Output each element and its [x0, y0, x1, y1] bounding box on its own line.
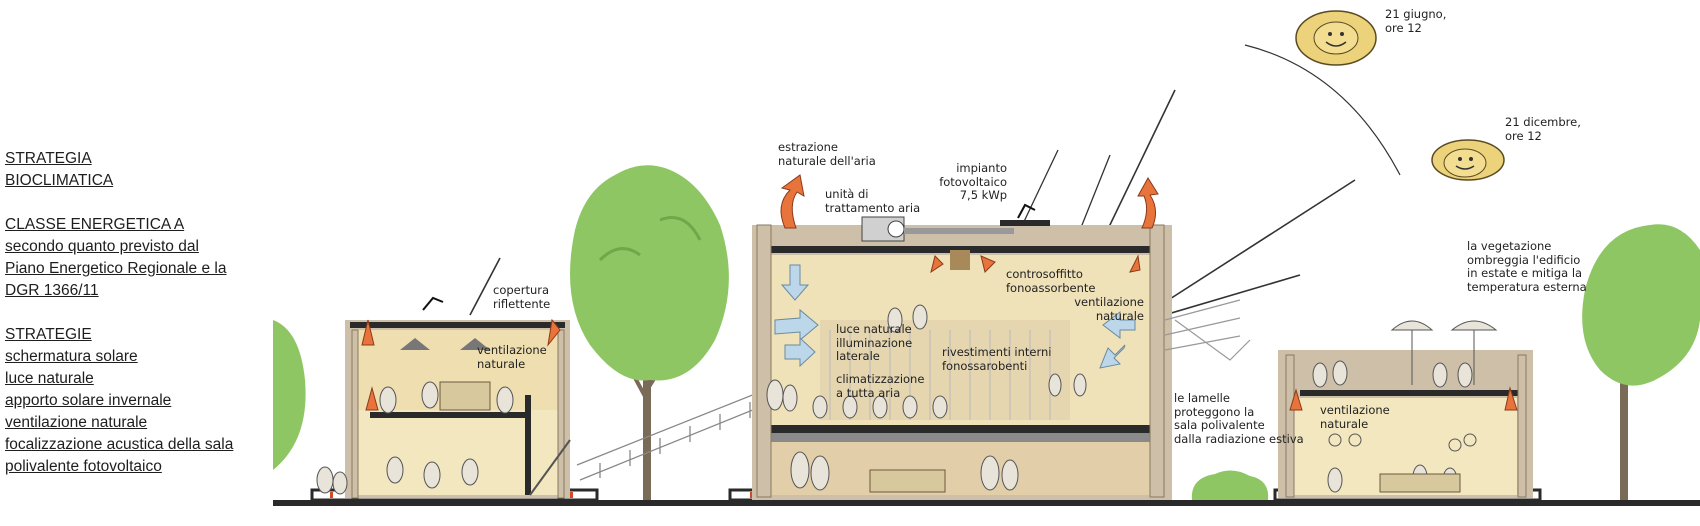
sun-june-icon	[1295, 10, 1377, 66]
building-left	[316, 320, 571, 499]
air-extraction-label: estrazione naturale dell'aria	[778, 140, 876, 168]
louvres	[1164, 299, 1251, 361]
ventilation-left-label: ventilazione naturale	[477, 343, 547, 371]
energy-note-line-2: Piano Energetico Regionale e la	[5, 260, 227, 277]
tree-right	[1582, 224, 1700, 500]
fresh-air-arrows	[774, 264, 1136, 369]
all-air-conditioning-label: climatizzazione a tutta aria	[836, 372, 925, 400]
walkway-left	[576, 389, 766, 481]
sun-december-label: 21 dicembre, ore 12	[1505, 115, 1581, 143]
air-handling-unit-label: unità di trattamento aria	[825, 187, 921, 215]
reflective-roof-label: copertura riflettente	[493, 283, 551, 311]
strategy-item: polivalente fotovoltaico	[5, 458, 162, 475]
building-right	[1278, 320, 1533, 498]
strategy-item: luce naturale	[5, 370, 94, 387]
ventilation-right-label: ventilazione naturale	[1320, 403, 1390, 431]
energy-class-title: CLASSE ENERGETICA A	[5, 216, 185, 233]
strategy-panel: STRATEGIA BIOCLIMATICA CLASSE ENERGETICA…	[5, 148, 273, 478]
acoustic-lining-label: rivestimenti interni fonossarobenti	[942, 345, 1052, 373]
energy-note-line-1: secondo quanto previsto dal	[5, 238, 199, 255]
roof-arrows	[422, 203, 1036, 311]
strategy-item: ventilazione naturale	[5, 414, 148, 431]
air-extraction-arrows	[361, 174, 1518, 411]
strategy-item: schermatura solare	[5, 348, 138, 365]
strategies-title: STRATEGIE	[5, 326, 92, 343]
sun-december-icon	[1431, 139, 1505, 181]
side-daylight-label: luce naturale illuminazione laterale	[836, 322, 913, 363]
pv-plant-label: impianto fotovoltaico 7,5 kWp	[939, 161, 1007, 202]
sun-june-label: 21 giugno, ore 12	[1385, 7, 1447, 35]
tree-far-left	[273, 320, 306, 470]
tree-center-left	[570, 165, 729, 500]
strategy-title-line-1: STRATEGIA	[5, 150, 92, 167]
acoustic-ceiling-label: controsoffitto fonoassorbente	[1006, 267, 1096, 295]
vegetation-label: la vegetazione ombreggia l'edificio in e…	[1467, 239, 1587, 294]
strategy-item: apporto solare invernale	[5, 392, 172, 409]
strategy-title-line-2: BIOCLIMATICA	[5, 172, 114, 189]
strategy-item: focalizzazione acustica della sala	[5, 436, 234, 453]
energy-note-line-3: DGR 1366/11	[5, 282, 99, 299]
ventilation-center-label: ventilazione naturale	[1074, 295, 1144, 323]
bush-right	[1191, 470, 1269, 500]
louvres-label: le lamelle proteggono la sala polivalent…	[1174, 391, 1304, 446]
